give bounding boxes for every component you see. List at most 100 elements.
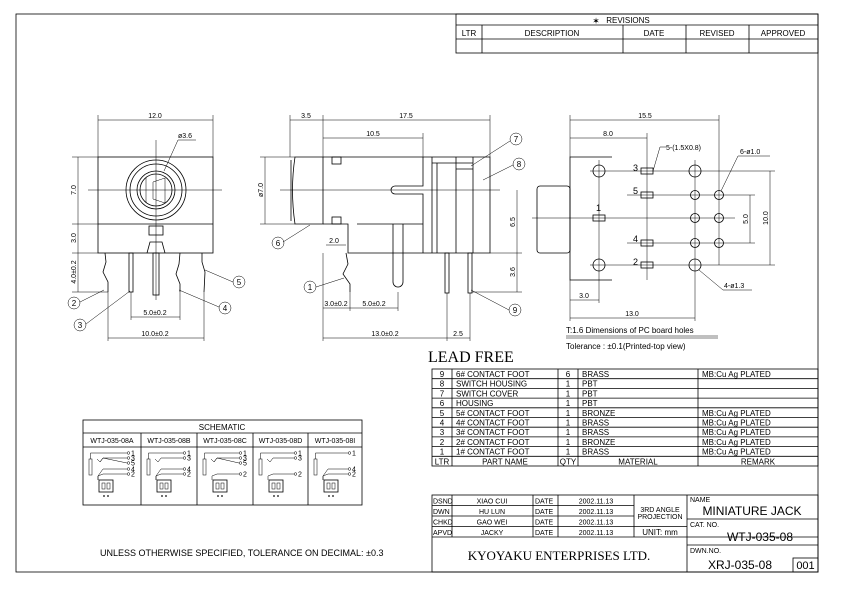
bom-header-material: MATERIAL: [618, 457, 658, 466]
switch-box-icon: [212, 479, 228, 493]
dim-pads-x: 8.0: [603, 131, 613, 138]
terminal-label: 4: [352, 467, 356, 474]
schematic-title: SCHEMATIC: [199, 423, 246, 432]
balloon-label: 7: [514, 135, 519, 144]
terminal-label: 3: [243, 456, 247, 463]
rev-header-approved: APPROVED: [761, 29, 806, 38]
bom-material: PBT: [582, 389, 598, 398]
balloon-label: 2: [72, 299, 77, 308]
balloon-8: [512, 157, 526, 171]
dim-pin-length-side: 3.6: [510, 267, 517, 277]
schematic-table: SCHEMATIC WTJ-035-08A13542WTJ-035-08B134…: [82, 419, 363, 506]
drawing-frame: [15, 13, 819, 573]
dim-pcb-height: 10.0: [763, 211, 770, 225]
terminal-label: 1: [243, 451, 247, 458]
balloon-3: [73, 318, 87, 332]
switch-box-icon: [268, 479, 284, 493]
bom-part: SWITCH HOUSING: [456, 380, 527, 389]
dim-pitch-inner: 5.0±0.2: [143, 310, 166, 317]
signoff-date-label: DATE: [535, 530, 553, 537]
signoff-role: APVD: [433, 530, 452, 537]
dwn-no-label: DWN.NO.: [690, 548, 721, 555]
terminal-label: 5: [243, 461, 247, 468]
switch-box-icon: [156, 479, 172, 493]
pcb-hole-view: 1 3 5 4 2 15.5 8.0 10.0 5.0 3.0 13.0 5-(…: [532, 113, 775, 351]
balloon-label: 4: [223, 304, 228, 313]
dim-pin-length: 4.0±0.2: [71, 260, 78, 283]
terminal-label: 1: [298, 451, 302, 458]
dim-rear: 2.5: [453, 331, 463, 338]
schematic-model: WTJ-035-08B: [147, 438, 191, 445]
bom-ltr: 8: [440, 380, 445, 389]
terminal-label: 3: [298, 456, 302, 463]
signoff-name: XIAO CUI: [477, 499, 508, 506]
balloon-1: [303, 280, 317, 294]
pad-label-1: 1: [596, 203, 601, 213]
bom-part: 3# CONTACT FOOT: [456, 428, 530, 437]
bom-remark: MB:Cu Ag PLATED: [702, 409, 771, 418]
callout-pads: 5-(1.5X0.8): [666, 145, 701, 152]
pad-label-2: 2: [633, 257, 638, 267]
bom-qty: 1: [566, 438, 571, 447]
dim-diameter: ø7.0: [258, 183, 265, 197]
schematic-model: WTJ-035-08A: [90, 438, 134, 445]
revisions-title: REVISIONS: [606, 16, 650, 25]
bom-ltr: 3: [440, 428, 445, 437]
bom-part: SWITCH COVER: [456, 389, 518, 398]
sheet-number: 001: [796, 560, 814, 572]
balloon-4: [218, 301, 232, 315]
signoff-date-label: DATE: [535, 499, 553, 506]
general-tolerance-note: UNLESS OTHERWISE SPECIFIED, TOLERANCE ON…: [100, 548, 384, 558]
terminal-label: 2: [187, 472, 191, 479]
bom-part: HOUSING: [456, 399, 493, 408]
bom-material: BRASS: [582, 448, 609, 457]
bom-qty: 1: [566, 389, 571, 398]
bom-material: BRASS: [582, 419, 609, 428]
bom-material: PBT: [582, 399, 598, 408]
dim-height-bottom: 3.0: [71, 233, 78, 243]
signoff-name: JACKY: [481, 530, 504, 537]
dim-pin-pitch-1: 3.0±0.2: [324, 301, 347, 308]
dim-total-length: 15.5: [638, 113, 652, 120]
signoff-date-label: DATE: [535, 509, 553, 516]
projection-line-2: PROJECTION: [637, 514, 682, 521]
callout-large-holes: 4-ø1.3: [724, 283, 744, 290]
callout-small-holes: 6-ø1.0: [740, 149, 760, 156]
signoff-date: 2002.11.13: [579, 509, 614, 516]
dwn-no: XRJ-035-08: [708, 558, 772, 572]
signoff-date: 2002.11.13: [579, 499, 614, 506]
revision-mark-icon: ✶: [592, 16, 600, 26]
dim-front-offset: 3.0: [579, 293, 589, 300]
company-name: KYOYAKU ENTERPRISES LTD.: [468, 548, 651, 563]
bom-remark: MB:Cu Ag PLATED: [702, 428, 771, 437]
bom-part: 2# CONTACT FOOT: [456, 438, 530, 447]
switch-box-icon: [323, 479, 339, 493]
schematic-model: WTJ-035-08D: [259, 438, 303, 445]
dim-nose: 3.5: [301, 113, 311, 120]
pad-label-3: 3: [633, 163, 638, 173]
terminal-label: 3: [187, 456, 191, 463]
balloon-label: 9: [513, 306, 518, 315]
bom-ltr: 4: [440, 419, 445, 428]
rev-header-revised: REVISED: [699, 29, 734, 38]
balloon-9: [508, 303, 522, 317]
bom-remark: MB:Cu Ag PLATED: [702, 370, 771, 379]
schematic-model: WTJ-035-08I: [315, 438, 356, 445]
rev-header-ltr: LTR: [462, 29, 477, 38]
part-name: MINIATURE JACK: [702, 504, 801, 518]
dim-bore: ø3.6: [178, 133, 192, 140]
lead-free-label: LEAD FREE: [428, 349, 514, 366]
balloon-label: 5: [237, 278, 242, 287]
dim-body: 17.5: [399, 113, 413, 120]
